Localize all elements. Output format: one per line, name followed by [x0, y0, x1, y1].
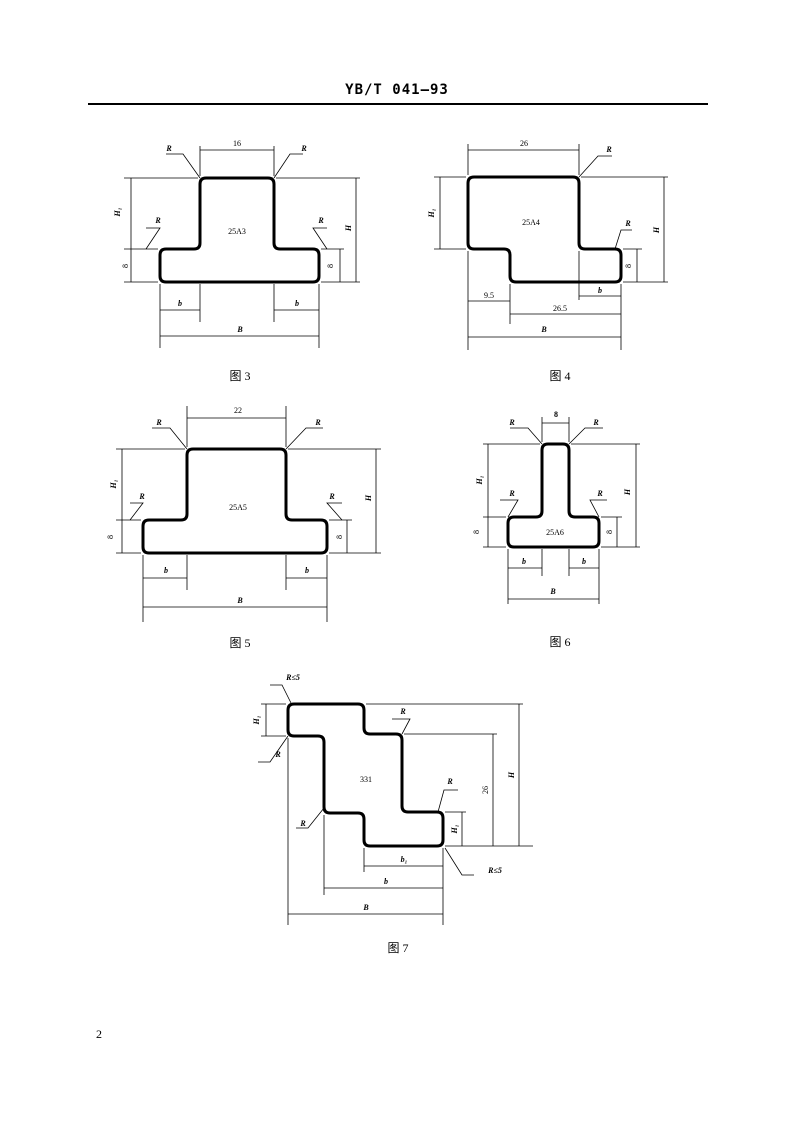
dim-height-26: 26 — [481, 786, 490, 794]
dim-b: b — [295, 299, 299, 308]
dim-b: b — [384, 877, 388, 886]
radius-label: R — [446, 777, 453, 786]
figure-caption: 图 7 — [387, 941, 408, 955]
dim-h1: H₁ — [252, 715, 261, 725]
dim-top-width: 16 — [233, 139, 241, 148]
dim-thickness: 8 — [106, 535, 115, 539]
radius-label: R — [299, 819, 306, 828]
dim-thickness: 8 — [472, 530, 481, 534]
figure-caption: 图 3 — [229, 369, 250, 383]
dim-b: b — [522, 557, 526, 566]
dim-h1: H₁ — [450, 824, 459, 834]
dim-thickness: 8 — [605, 530, 614, 534]
section-label: 331 — [360, 775, 372, 784]
figure-5: 22 R R R R 25A5 H₁ 8 8 H b b B 图 5 — [106, 406, 381, 650]
dim-B: B — [540, 325, 547, 334]
radius-label: R — [592, 418, 599, 427]
dim-B: B — [236, 596, 243, 605]
figure-4: 26 R R 25A4 H₁ 8 H 9.5 b 26.5 B 图 4 — [427, 139, 668, 383]
section-label: 25A6 — [546, 528, 564, 537]
radius-label: R — [399, 707, 406, 716]
radius-label: R — [138, 492, 145, 501]
profile-25A4 — [466, 175, 623, 284]
radius-label: R — [155, 418, 162, 427]
dim-thickness: 8 — [326, 264, 335, 268]
figure-caption: 图 6 — [549, 635, 570, 649]
radius-label: R — [624, 219, 631, 228]
dim-h1: H₁ — [475, 475, 484, 485]
section-label: 25A3 — [228, 227, 246, 236]
radius-limit-label: R≤5 — [285, 673, 300, 682]
radius-label: R — [328, 492, 335, 501]
dim-h: H — [507, 771, 516, 779]
dim-top-width: 8 — [554, 410, 558, 419]
radius-limit-label: R≤5 — [487, 866, 502, 875]
dim-thickness: 8 — [121, 264, 130, 268]
radius-label: R — [596, 489, 603, 498]
figure-caption: 图 5 — [229, 636, 250, 650]
figure-6: 8 R R R R 25A6 H₁ 8 8 H b b B 图 6 — [472, 410, 640, 649]
dim-B: B — [549, 587, 556, 596]
dim-h: H — [623, 488, 632, 496]
dim-B: B — [236, 325, 243, 334]
figure-7: R≤5 R R R R R≤5 331 H₁ H₁ 26 H b₁ b B 图 … — [252, 673, 533, 955]
radius-label: R — [508, 418, 515, 427]
profile-25A3 — [158, 176, 321, 284]
radius-label: R — [274, 750, 281, 759]
section-label: 25A5 — [229, 503, 247, 512]
dim-B: B — [362, 903, 369, 912]
dim-b: b — [582, 557, 586, 566]
page-number: 2 — [96, 1027, 102, 1041]
radius-label: R — [508, 489, 515, 498]
dim-b1: b₁ — [401, 855, 408, 864]
radius-label: R — [605, 145, 612, 154]
dim-b: b — [598, 286, 602, 295]
dim-h1: H₁ — [427, 208, 436, 218]
dim-b: b — [164, 566, 168, 575]
dim-h1: H₁ — [109, 479, 118, 489]
dim-left-offset: 9.5 — [484, 291, 494, 300]
dim-h: H — [364, 494, 373, 502]
dim-b: b — [178, 299, 182, 308]
section-label: 25A4 — [522, 218, 540, 227]
dim-thickness: 8 — [335, 535, 344, 539]
profile-25A6 — [506, 442, 601, 549]
dim-top-width: 22 — [234, 406, 242, 415]
dim-h: H — [652, 226, 661, 234]
header-rule — [88, 103, 708, 105]
dim-h: H — [344, 224, 353, 232]
dim-web-width: 26.5 — [553, 304, 567, 313]
dim-h1: H₁ — [113, 207, 122, 217]
radius-label: R — [154, 216, 161, 225]
profile-331 — [286, 702, 445, 848]
figure-caption: 图 4 — [549, 369, 570, 383]
dim-thickness: 8 — [624, 264, 633, 268]
dim-b: b — [305, 566, 309, 575]
radius-label: R — [300, 144, 307, 153]
radius-label: R — [314, 418, 321, 427]
document-header-title: YB/T 041—93 — [345, 82, 449, 98]
radius-label: R — [165, 144, 172, 153]
profile-25A5 — [141, 447, 329, 555]
dim-top-width: 26 — [520, 139, 528, 148]
radius-label: R — [317, 216, 324, 225]
figure-3: 16 R R R R 25A3 H₁ 8 8 H b b B 图 3 — [113, 139, 360, 383]
